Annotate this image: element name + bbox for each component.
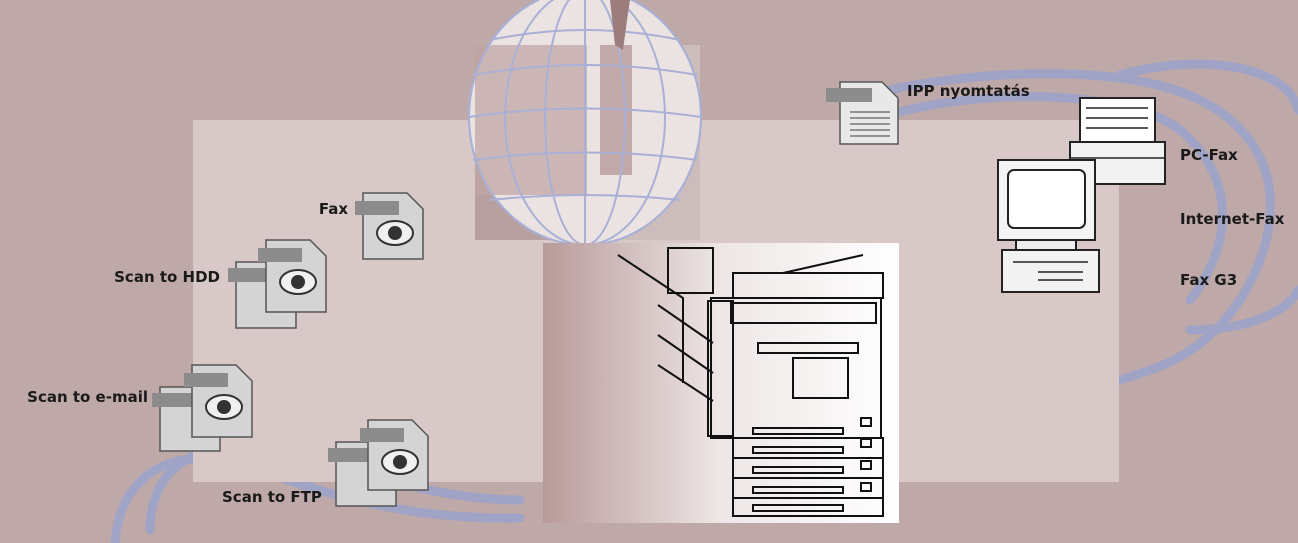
fax-label: Fax [318, 200, 348, 218]
scan-to-email-label: Scan to e-mail [27, 388, 148, 406]
scan-to-hdd-label: Scan to HDD [114, 268, 220, 286]
scan-to-ftp-label: Scan to FTP [222, 488, 322, 506]
scan-to-ftp-document-icon [328, 419, 429, 507]
copier-device [543, 243, 899, 523]
ipp-printing-label: IPP nyomtatás [907, 82, 1030, 100]
printer-icon [1069, 97, 1166, 185]
globe-icon [468, 0, 702, 246]
fax-g3-label: Fax G3 [1180, 271, 1238, 289]
internet-fax-label: Internet-Fax [1180, 210, 1285, 228]
fax-document-icon [355, 192, 424, 260]
ipp-document-icon [826, 81, 899, 145]
scan-to-email-document-icon [152, 364, 253, 452]
pc-fax-label: PC-Fax [1180, 146, 1238, 164]
scan-to-hdd-document-icon [228, 239, 327, 329]
computer-icon [997, 159, 1100, 293]
